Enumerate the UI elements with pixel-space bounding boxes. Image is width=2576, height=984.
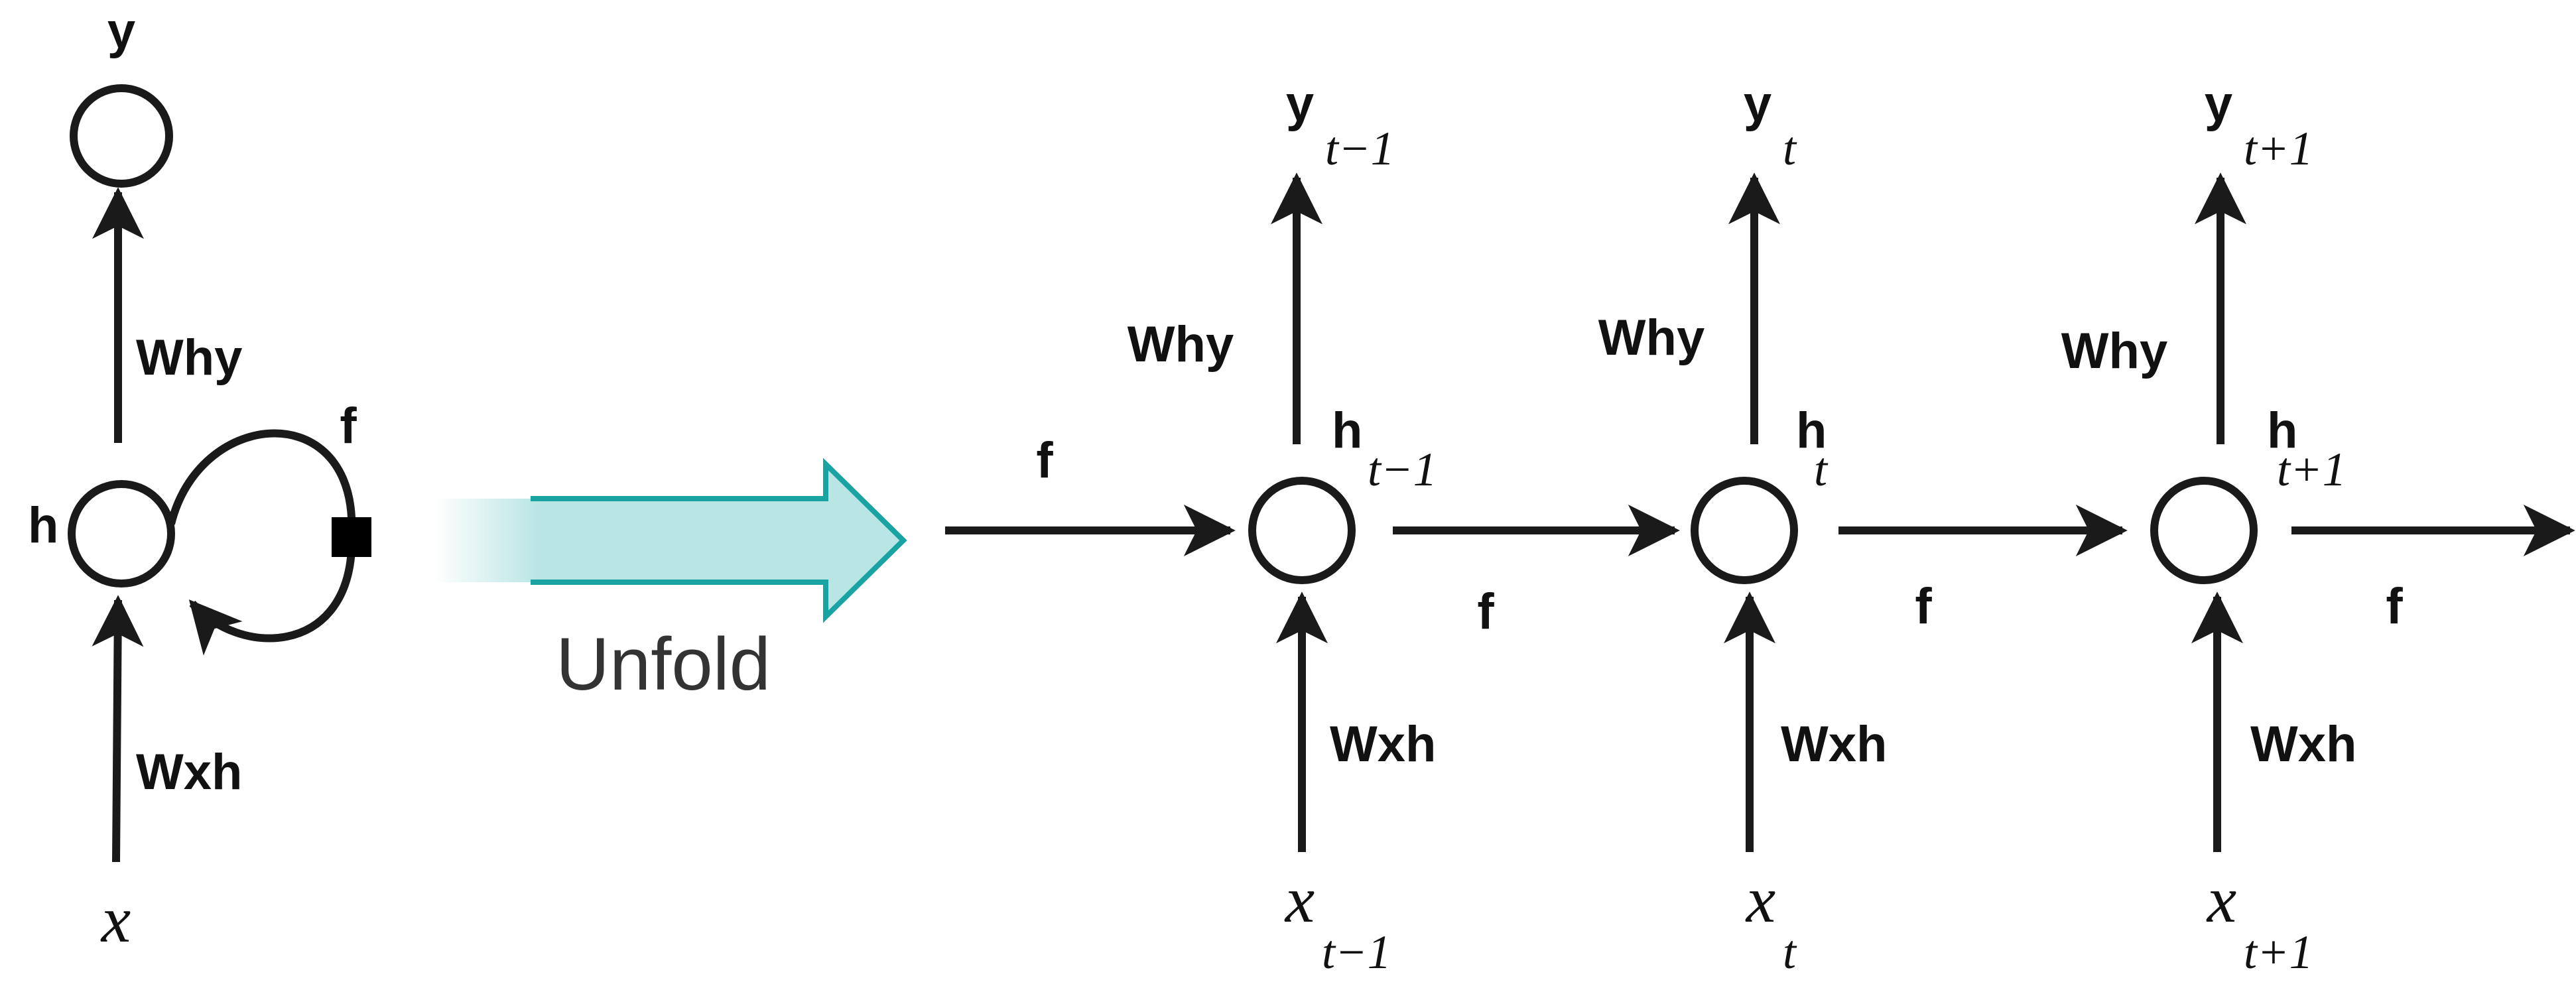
step-hidden-subscript: t+1 [2277, 443, 2347, 496]
folded-input-label: x [100, 883, 131, 956]
folded-recurrence-label: f [340, 398, 357, 454]
step-input-label: x [1745, 863, 1775, 936]
folded-input-weight: Wxh [136, 744, 242, 800]
folded-hidden-label: h [28, 497, 58, 554]
step-input-weight: Wxh [2250, 716, 2356, 772]
folded-rnn: y Why h f Wxh x [28, 3, 371, 956]
incoming-recurrence-label: f [1036, 432, 1053, 489]
folded-hidden-node [68, 480, 175, 587]
unfold-label: Unfold [556, 623, 771, 706]
unrolled-rnn: f h t−1 Why y t−1 Wxh x t−1 f h t Why y [945, 76, 2575, 979]
step-input-weight: Wxh [1330, 716, 1436, 772]
step-hidden-node [2150, 477, 2258, 584]
step-output-label: y [1744, 76, 1771, 132]
step-recurrence-label: f [2386, 578, 2403, 635]
folded-output-label: y [107, 3, 135, 59]
step-hidden-label: h [1796, 402, 1827, 459]
step-output-subscript: t [1783, 122, 1797, 175]
step-hidden-subscript: t [1814, 443, 1829, 496]
step-output-subscript: t+1 [2244, 122, 2313, 175]
step-hidden-node [1248, 477, 1356, 584]
step-hidden-label: h [2267, 402, 2297, 459]
folded-input-arrow [92, 595, 144, 863]
unfold-arrow: Unfold [434, 458, 907, 706]
step-output-subscript: t−1 [1325, 122, 1395, 175]
step-input-subscript: t+1 [2244, 926, 2313, 979]
step-output-weight: Why [1598, 310, 1705, 366]
unfold-arrow-body [434, 464, 903, 617]
step-input-subscript: t−1 [1322, 926, 1391, 979]
step-output-weight: Why [1127, 316, 1234, 373]
step-input-label: x [1284, 863, 1315, 936]
folded-output-node [70, 84, 173, 188]
step-hidden-node [1691, 477, 1798, 584]
step-hidden-label: h [1332, 402, 1362, 459]
step-output-label: y [1286, 76, 1314, 132]
folded-recurrence-loop [167, 429, 355, 656]
step-recurrence-label: f [1915, 578, 1932, 635]
step-t: h t Why y t Wxh x t f [1598, 76, 2128, 979]
unfold-arrow-outline [531, 458, 907, 623]
step-output-weight: Why [2061, 323, 2167, 379]
step-output-label: y [2205, 76, 2232, 132]
step-recurrence-label: f [1477, 584, 1494, 640]
folded-output-weight: Why [136, 330, 242, 386]
step-hidden-subscript: t−1 [1368, 443, 1437, 496]
step-t-plus-1: h t+1 Why y t+1 Wxh x t+1 f [2061, 76, 2575, 979]
step-input-weight: Wxh [1781, 716, 1887, 772]
step-input-label: x [2206, 863, 2236, 936]
folded-recurrence-delay-square [332, 517, 371, 557]
step-input-subscript: t [1783, 926, 1797, 979]
step-t-minus-1: h t−1 Why y t−1 Wxh x t−1 f [1127, 76, 1680, 979]
